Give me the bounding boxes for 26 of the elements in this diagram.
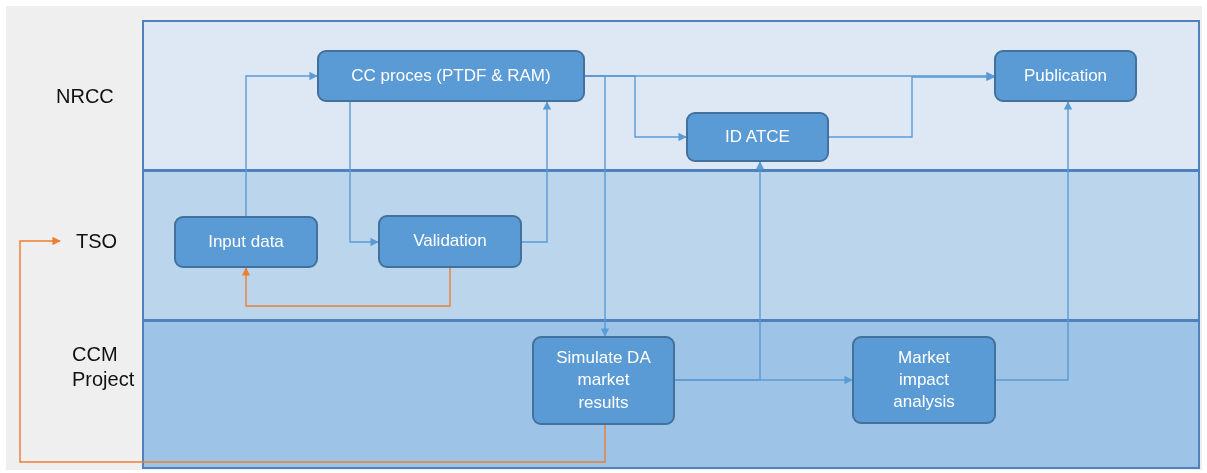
process-box — [686, 112, 829, 162]
process-box — [378, 215, 522, 268]
process-box — [532, 336, 675, 425]
process-label: Market impact analysis — [892, 346, 956, 414]
process-label: Simulate DA market results — [556, 347, 651, 414]
arrow — [828, 72, 995, 138]
process-box — [852, 336, 996, 424]
arrow — [521, 101, 552, 243]
arrow — [995, 101, 1073, 381]
process-label: CC proces (PTDF & RAM) — [351, 64, 551, 87]
process-label: Publication — [1023, 64, 1108, 87]
process-box — [317, 50, 585, 102]
arrow — [19, 236, 606, 463]
arrow — [241, 267, 451, 307]
lane-label: TSO — [76, 229, 119, 254]
process-label: Input data — [208, 230, 284, 253]
process-box — [994, 50, 1137, 102]
arrow — [674, 375, 853, 385]
arrow — [349, 101, 379, 247]
lane-label: NRCC — [56, 84, 115, 109]
lane-label: CCM Project — [72, 342, 136, 392]
process-label: ID ATCE — [725, 125, 790, 148]
arrow — [245, 71, 318, 217]
arrow — [584, 75, 610, 337]
process-box — [174, 216, 318, 268]
process-label: Validation — [413, 230, 487, 253]
